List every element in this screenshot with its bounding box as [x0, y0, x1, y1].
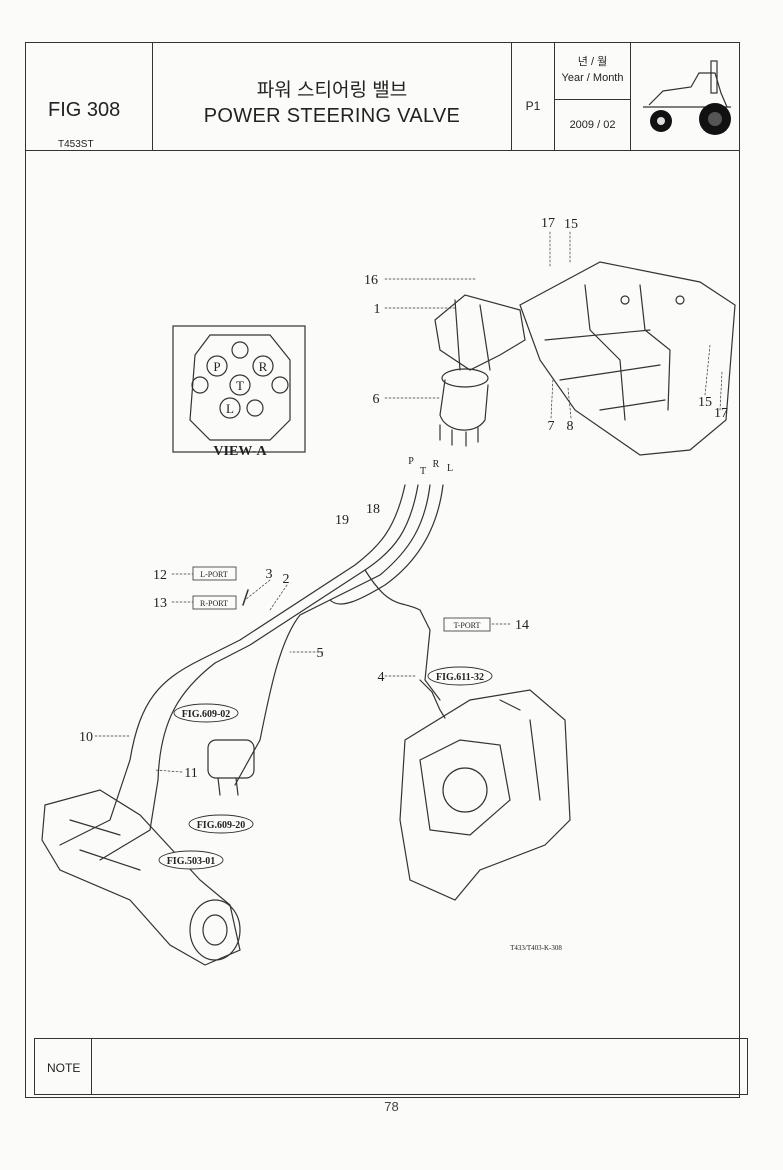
view-port-l: L [226, 401, 234, 416]
note-row: NOTE [34, 1038, 748, 1095]
l-port-tag: L-PORT [200, 570, 228, 579]
callout-8: 8 [567, 419, 574, 434]
view-a-detail [172, 325, 306, 453]
callout-13: 13 [153, 596, 167, 611]
year-month-korean: 년 / 월 [577, 56, 608, 68]
ref-fig-503-01: FIG.503-01 [167, 856, 216, 867]
model-code: T453ST [58, 139, 94, 150]
view-a-label: VIEW-A [213, 444, 267, 459]
callout-14: 14 [515, 618, 529, 633]
date-cell: 년 / 월 Year / Month 2009 / 02 [555, 43, 631, 150]
steering-valve [434, 294, 526, 447]
callout-4: 4 [378, 670, 385, 685]
steering-bracket [519, 261, 736, 456]
hose-letter-p: P [408, 456, 414, 467]
title-block: FIG 308 T453ST 파워 스티어링 밸브 POWER STEERING… [26, 43, 739, 151]
callout-2: 2 [283, 572, 290, 587]
page-number: 78 [384, 1099, 399, 1114]
callout-1: 1 [374, 302, 381, 317]
callout-15-top: 15 [564, 217, 578, 232]
tractor-cell [631, 43, 739, 150]
callout-12: 12 [153, 568, 167, 583]
callout-19: 19 [335, 513, 349, 528]
exploded-diagram: P R T L VIEW-A P T R L 1 2 3 4 5 6 7 8 1… [41, 216, 736, 966]
page-cell: P1 [512, 43, 555, 150]
drawing-code: T433/T403-K-308 [510, 944, 562, 952]
hydraulic-hoses [59, 484, 444, 861]
view-port-t: T [236, 378, 244, 393]
title-korean: 파워 스티어링 밸브 [256, 80, 408, 101]
title-english: POWER STEERING VALVE [203, 105, 461, 127]
callout-18: 18 [366, 502, 380, 517]
callout-10: 10 [79, 730, 93, 745]
callout-7: 7 [548, 419, 555, 434]
callout-6: 6 [373, 392, 380, 407]
fig-cell: FIG 308 T453ST [26, 43, 153, 150]
part-callouts: 1 2 3 4 5 6 7 8 10 11 12 13 14 15 15 16 … [79, 216, 728, 781]
hose-port-letters: P T R L [408, 456, 453, 477]
hose-fitting [419, 679, 446, 719]
t-port-tag: T-PORT [454, 621, 481, 630]
callout-15-right: 15 [698, 395, 712, 410]
callout-11: 11 [184, 766, 197, 781]
front-axle [41, 789, 241, 966]
port-arrow [242, 589, 249, 606]
tractor-icon [643, 60, 731, 135]
hydraulic-pump [207, 739, 255, 796]
fig-number: FIG 308 [48, 99, 121, 121]
note-cell: NOTE [35, 1039, 92, 1094]
callout-17-top: 17 [541, 216, 555, 231]
view-port-p: P [213, 359, 220, 374]
view-port-r: R [259, 359, 268, 374]
year-month-label: Year / Month [561, 72, 624, 84]
date-divider [555, 99, 630, 100]
ref-fig-609-20: FIG.609-20 [197, 820, 246, 831]
page-label: P1 [525, 99, 541, 113]
hose-letter-t: T [420, 466, 426, 477]
parts-sheet: FIG 308 T453ST 파워 스티어링 밸브 POWER STEERING… [25, 42, 748, 1098]
hose-letter-r: R [433, 459, 440, 470]
leader-lines [94, 231, 723, 773]
port-tags: L-PORT R-PORT T-PORT [192, 566, 491, 632]
figure-references: FIG.609-02 FIG.609-20 FIG.503-01 FIG.611… [158, 666, 493, 870]
hose-letter-l: L [447, 463, 453, 474]
revision-date: 2009 / 02 [569, 119, 616, 131]
r-port-tag: R-PORT [200, 599, 228, 608]
title-cell: 파워 스티어링 밸브 POWER STEERING VALVE [153, 43, 512, 150]
ref-fig-611-32: FIG.611-32 [436, 672, 484, 683]
ref-fig-609-02: FIG.609-02 [182, 709, 231, 720]
callout-3: 3 [266, 567, 273, 582]
callout-17-right: 17 [714, 406, 728, 421]
note-label: NOTE [47, 1061, 81, 1075]
transmission-housing [399, 689, 571, 901]
callout-16: 16 [364, 273, 378, 288]
callout-5: 5 [317, 646, 324, 661]
view-port-letters: P R T L [213, 359, 267, 416]
